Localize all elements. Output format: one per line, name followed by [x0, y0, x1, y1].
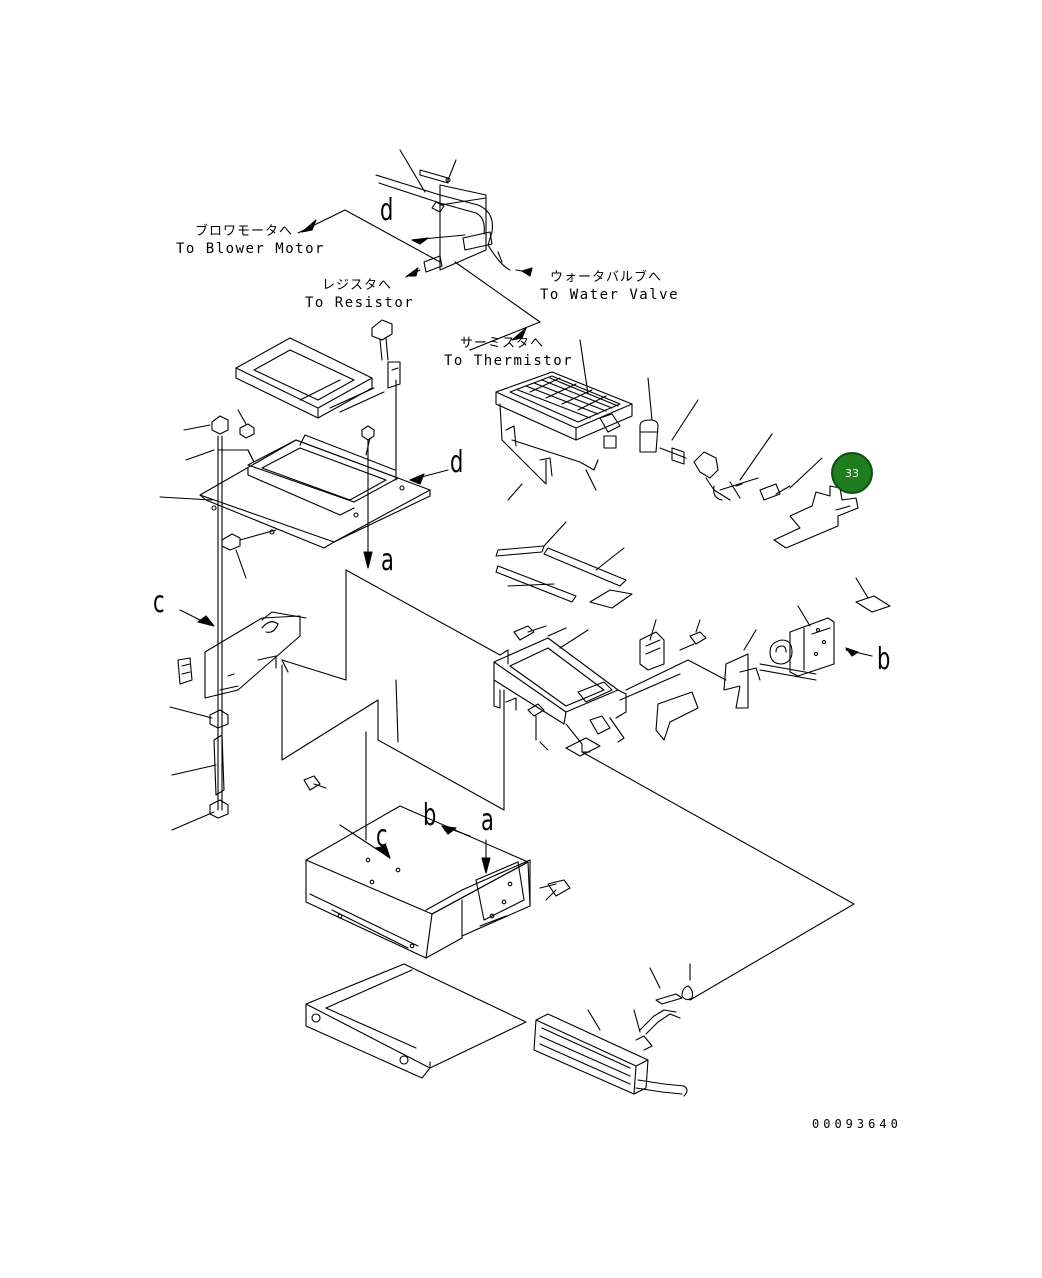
water-valve-label-en: To Water Valve [540, 287, 680, 303]
blower-plate [199, 434, 431, 549]
callout-number: 33 [845, 466, 859, 480]
gasket-plate [773, 485, 859, 549]
actuator-and-link [619, 619, 761, 741]
bottom-cover [305, 963, 527, 1079]
thermistor-label-jp: サーミスタへ [460, 336, 545, 351]
blower-motor-label-en: To Blower Motor [176, 241, 325, 257]
leader-arrows-top [301, 219, 533, 341]
valve-components [639, 377, 823, 501]
motor-bracket-b [759, 605, 835, 681]
wire-harness [375, 149, 511, 278]
filter-frame [235, 337, 385, 419]
ref-letter-c-left: c [153, 585, 165, 620]
callout-marker-33[interactable]: 33 [831, 452, 873, 494]
duct-bracket-c [204, 611, 307, 699]
ref-letter-d-right: d [450, 445, 464, 480]
connection-lines-lower-right [581, 751, 855, 1001]
ref-letter-d-top: d [380, 193, 394, 228]
water-valve-label-jp: ウォータバルブへ [550, 270, 663, 285]
evaporator-unit [495, 339, 633, 501]
bolts-middle [513, 625, 589, 751]
left-hardware [159, 409, 375, 811]
leader-lines-misc [339, 469, 873, 874]
thermistor-label-en: To Thermistor [444, 353, 574, 369]
connection-lines-middle [179, 554, 505, 841]
damper-housing [493, 637, 627, 757]
seal-strips [495, 521, 633, 609]
left-lower-hardware [169, 657, 229, 831]
lower-case [303, 775, 571, 959]
ref-letter-b-right: b [877, 642, 891, 677]
ref-letter-b-lower: b [423, 798, 437, 833]
ref-letter-c-lower: c [376, 819, 388, 854]
resistor-label-en: To Resistor [305, 295, 415, 311]
ref-letter-a-lower: a [481, 803, 494, 838]
ref-letter-a-mid: a [381, 543, 394, 578]
resistor-label-jp: レジスタへ [322, 278, 393, 293]
pad-square [855, 577, 891, 613]
heater-core [533, 963, 694, 1097]
blower-motor-label-jp: ブロワモータへ [195, 224, 294, 239]
bolt-bracket-top [371, 319, 401, 481]
drawing-number: 00093640 [812, 1117, 902, 1131]
leader-arrows-middle [197, 473, 859, 874]
